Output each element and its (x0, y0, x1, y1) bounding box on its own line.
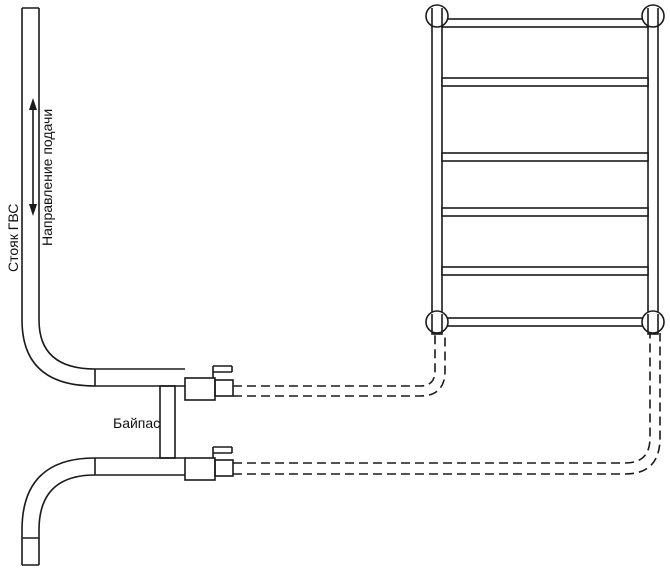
flow-direction-label: Направление подачи (39, 109, 55, 246)
upper-valve (184, 365, 234, 401)
flow-direction-arrow (29, 98, 37, 216)
lower-valve (184, 446, 234, 481)
upper-supply-dashed (233, 333, 446, 397)
riser-pipe-lower (21, 457, 185, 566)
lower-supply-dashed (233, 333, 661, 475)
bypass-label: Байпас (113, 415, 160, 431)
riser-pipe-upper (21, 7, 185, 387)
riser-label: Стояк ГВС (5, 204, 21, 272)
bypass-pipe (159, 385, 176, 459)
heated-towel-rail (425, 4, 665, 335)
